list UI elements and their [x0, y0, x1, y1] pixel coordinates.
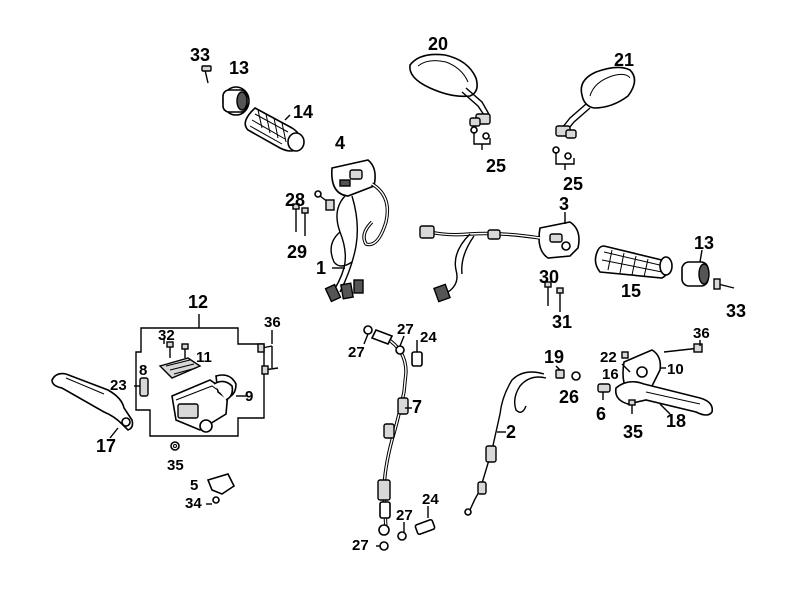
- adjuster-19-26: [555, 369, 581, 381]
- callout-20: 20: [428, 34, 448, 54]
- washer-35-left: [170, 441, 180, 451]
- screw-34: [206, 496, 220, 505]
- callout-13: 13: [694, 233, 714, 253]
- brake-lever-17: [51, 372, 134, 431]
- washers-27-top: [363, 325, 405, 355]
- bolt-33-left: [201, 65, 212, 84]
- callout-13: 13: [229, 58, 249, 78]
- callout-10: 10: [667, 361, 684, 378]
- callout-18: 18: [666, 411, 686, 431]
- right-handlebar-switch-3: [538, 221, 580, 259]
- callout-27: 27: [396, 507, 413, 524]
- callout-36: 36: [693, 325, 710, 342]
- washers-27-bottom: [379, 531, 407, 551]
- reservoir-cover-11: [158, 357, 202, 379]
- callout-34: 34: [185, 495, 202, 512]
- handle-grip-14: [244, 107, 305, 152]
- callout-26: 26: [559, 387, 579, 407]
- screw-36-left: [257, 343, 279, 375]
- throttle-grip-15: [594, 245, 673, 279]
- callout-29: 29: [287, 242, 307, 262]
- callout-9: 9: [245, 388, 253, 405]
- callout-33: 33: [726, 301, 746, 321]
- callout-32: 32: [158, 327, 175, 344]
- pivot-bolt-23: [134, 377, 149, 397]
- wiring-harness-1: [314, 190, 364, 303]
- screw-35-right: [628, 399, 636, 414]
- bracket-5: [206, 473, 236, 495]
- callout-27: 27: [397, 321, 414, 338]
- callout-35: 35: [623, 422, 643, 442]
- callout-15: 15: [621, 281, 641, 301]
- callout-24: 24: [420, 329, 437, 346]
- screw-22-16: [621, 351, 631, 373]
- callout-35: 35: [167, 457, 184, 474]
- banjo-bolt-24-top: [411, 340, 423, 367]
- callout-1: 1: [316, 258, 326, 278]
- screw-30-31: [544, 281, 564, 312]
- callout-27: 27: [352, 537, 369, 554]
- callout-22: 22: [600, 349, 617, 366]
- callout-25: 25: [486, 156, 506, 176]
- screw-36-right: [663, 343, 703, 353]
- callout-7: 7: [412, 397, 422, 417]
- clamp-9: [213, 380, 234, 401]
- switch-6: [597, 383, 611, 393]
- callout-36: 36: [264, 314, 281, 331]
- rear-view-mirror-20: [409, 53, 491, 140]
- callout-16: 16: [602, 366, 619, 383]
- left-handlebar-switch-4: [331, 159, 376, 197]
- clutch-lever-18: [614, 380, 714, 416]
- callout-28: 28: [285, 190, 305, 210]
- callout-3: 3: [559, 194, 569, 214]
- callout-27: 27: [348, 344, 365, 361]
- callout-33: 33: [190, 45, 210, 65]
- callout-17: 17: [96, 436, 116, 456]
- callout-30: 30: [539, 267, 559, 287]
- screw-32: [166, 341, 189, 358]
- callout-21: 21: [614, 50, 634, 70]
- callout-11: 11: [196, 349, 212, 366]
- throttle-cable-2: [464, 371, 547, 516]
- screw-28-29: [292, 203, 309, 236]
- callout-8: 8: [139, 362, 147, 379]
- callout-4: 4: [335, 133, 345, 153]
- callout-23: 23: [110, 377, 127, 394]
- bar-end-weight-13-right: [681, 261, 710, 287]
- callout-31: 31: [552, 312, 572, 332]
- bolt-33-right: [713, 278, 735, 290]
- callout-14: 14: [293, 102, 313, 122]
- callout-25: 25: [563, 174, 583, 194]
- callout-2: 2: [506, 422, 516, 442]
- callout-6: 6: [596, 404, 606, 424]
- callout-5: 5: [190, 477, 198, 494]
- callout-12: 12: [188, 292, 208, 312]
- brake-hose-7: [370, 328, 409, 536]
- banjo-bolt-24-bottom: [414, 506, 436, 536]
- bar-end-weight-13-left: [222, 86, 250, 116]
- callout-24: 24: [422, 491, 439, 508]
- rear-view-mirror-21: [552, 66, 636, 160]
- callout-19: 19: [544, 347, 564, 367]
